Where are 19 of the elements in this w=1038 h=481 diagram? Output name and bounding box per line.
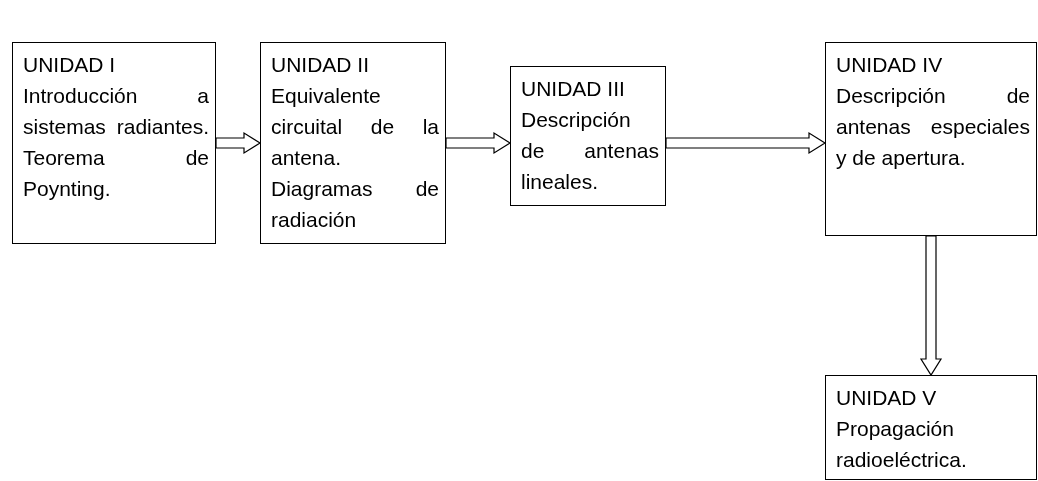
unit-heading: UNIDAD IV [836,52,944,78]
unit-box [825,375,1037,480]
unit-description: Propagación radioeléctrica. [836,416,968,473]
unit-heading: UNIDAD V [836,385,938,411]
unit-box [260,42,446,244]
unit-box [510,66,666,206]
block-arrow [215,131,262,155]
block-arrow [919,235,943,377]
block-arrow [665,131,827,155]
unit-heading: UNIDAD I [23,52,117,78]
unit-description: Equivalente circuital de la antena. Diagramas de radiación [271,83,439,233]
unit-box [12,42,216,244]
unit-description: Introducción a sistemas radiantes. Teorema de Poynting. [23,83,209,202]
unit-description: Descripción de antenas especiales y de apertura. [836,83,1030,171]
unit-heading: UNIDAD II [271,52,370,78]
block-arrow [445,131,512,155]
unit-description: Descripción de antenas lineales. [521,107,659,195]
unit-box [825,42,1037,236]
unit-heading: UNIDAD III [521,76,626,102]
